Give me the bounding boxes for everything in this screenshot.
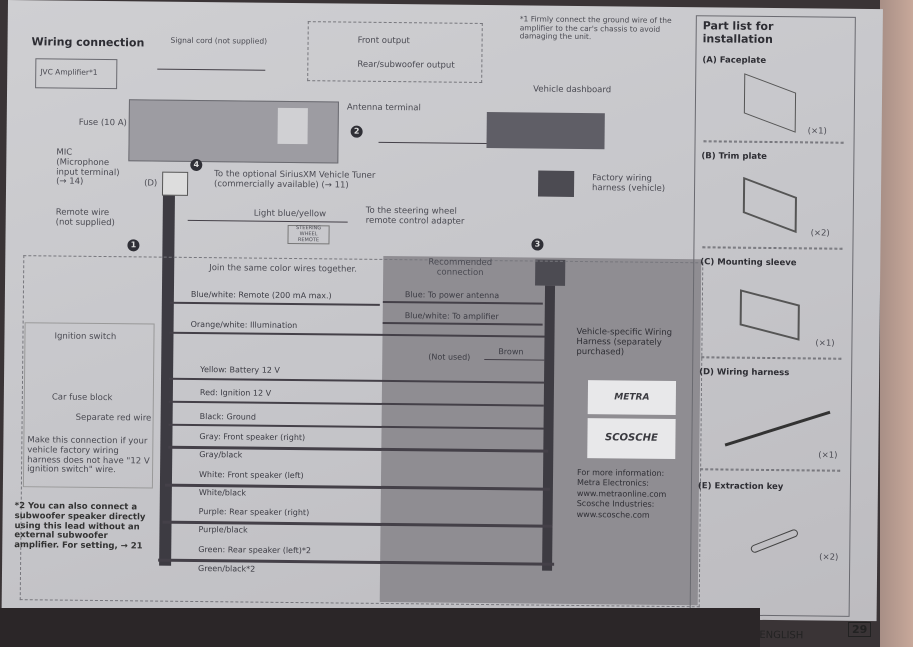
factory-harness-label: Factory wiring harness (vehicle) xyxy=(592,173,666,194)
vehicle-dashboard xyxy=(486,112,605,150)
mic-label: MIC (Microphone input terminal) (→ 14) xyxy=(56,147,120,188)
divider xyxy=(700,468,841,472)
car-fuse-block-label: Car fuse block xyxy=(51,392,113,404)
step-1-badge: 1 xyxy=(127,239,140,252)
output-box xyxy=(307,21,483,83)
page-number: 29 xyxy=(848,622,872,637)
vehicle-dashboard-label: Vehicle dashboard xyxy=(533,84,612,96)
front-output-label: Front output xyxy=(357,35,410,47)
vehicle-harness-label: Vehicle-specific Wiring Harness (separat… xyxy=(576,326,673,358)
ignition-switch-label: Ignition switch xyxy=(54,331,117,343)
wire-label: Green/black*2 xyxy=(198,564,256,574)
part-label: (E) Extraction key xyxy=(697,481,784,493)
footer-language: ENGLISH xyxy=(759,629,804,642)
rear-output-label: Rear/subwoofer output xyxy=(357,59,455,71)
part-qty: (×1) xyxy=(818,450,838,461)
wire-label: Green: Rear speaker (left)*2 xyxy=(198,545,312,556)
wire-label: Gray: Front speaker (right) xyxy=(199,432,306,443)
metra-name: Metra Electronics: xyxy=(576,478,650,489)
light-blue-label: Light blue/yellow xyxy=(253,208,327,220)
step-4-badge: 4 xyxy=(190,158,203,172)
wire-label: Black: Ground xyxy=(199,412,257,422)
background-edge xyxy=(880,0,913,647)
wire-label: Purple/black xyxy=(198,525,248,535)
harness-connector xyxy=(161,171,189,196)
divider xyxy=(703,140,844,144)
factory-harness-connector xyxy=(537,170,575,197)
parts-title: Part list for installation xyxy=(702,19,774,46)
part-label: (C) Mounting sleeve xyxy=(700,257,797,269)
step-3-badge: 3 xyxy=(531,238,544,251)
dark-background xyxy=(0,608,760,647)
amplifier-label: JVC Amplifier*1 xyxy=(40,67,98,77)
wire-label: Red: Ignition 12 V xyxy=(199,388,272,398)
unit-panel xyxy=(277,107,308,145)
part-label: (D) Wiring harness xyxy=(699,367,790,379)
part-qty: (×1) xyxy=(807,126,827,137)
more-info: For more information: Metra Electronics:… xyxy=(577,468,667,521)
steering-tag: STEERING WHEEL REMOTE xyxy=(287,224,330,245)
part-qty: (×2) xyxy=(810,228,830,239)
scosche-name: Scosche Industries: xyxy=(576,499,655,509)
wire-label: Purple: Rear speaker (right) xyxy=(198,507,310,518)
rec-wire-blue-white: Blue/white: To amplifier xyxy=(404,311,499,322)
scosche-link[interactable]: www.scosche.com xyxy=(576,509,650,520)
wire-label: White/black xyxy=(198,488,247,498)
rec-wire-brown: Brown xyxy=(498,347,524,357)
signal-cord-label: Signal cord (not supplied) xyxy=(170,35,268,46)
head-unit xyxy=(128,99,339,164)
faceplate-image xyxy=(743,73,797,133)
part-label: (A) Faceplate xyxy=(702,55,767,66)
part-qty: (×1) xyxy=(815,338,835,349)
signal-cord xyxy=(157,68,266,71)
extraction-key-image xyxy=(749,528,800,554)
mounting-sleeve-image xyxy=(739,289,800,341)
metra-logo: METRA xyxy=(587,380,677,416)
steering-wire xyxy=(187,219,348,223)
separate-red-label: Separate red wire xyxy=(75,412,152,424)
d-label: (D) xyxy=(144,178,158,189)
wire-label: White: Front speaker (left) xyxy=(198,470,304,481)
join-note: Join the same color wires together. xyxy=(209,263,358,275)
divider xyxy=(701,356,842,360)
footnote-1: *1 Firmly connect the ground wire of the… xyxy=(519,14,672,42)
wire-label: Gray/black xyxy=(199,450,243,460)
wire-label: Blue/white: Remote (200 mA max.) xyxy=(190,289,332,301)
step-2-badge: 2 xyxy=(350,125,363,138)
ignition-note: Make this connection if your vehicle fac… xyxy=(27,435,150,476)
siriusxm-label: To the optional SiriusXM Vehicle Tuner (… xyxy=(214,169,376,191)
part-label: (B) Trim plate xyxy=(701,151,768,162)
not-used-label: (Not used) xyxy=(428,352,471,362)
antenna-terminal-label: Antenna terminal xyxy=(346,102,421,114)
manual-page: Wiring connection Signal cord (not suppl… xyxy=(1,0,883,641)
wiring-harness-image xyxy=(724,410,831,447)
fuse-label: Fuse (10 A) xyxy=(78,117,127,129)
antenna-cable xyxy=(378,141,487,145)
scosche-logo: SCOSCHE xyxy=(587,418,676,460)
steering-adapter-label: To the steering wheel remote control ada… xyxy=(365,205,465,227)
section-title: Wiring connection xyxy=(31,35,145,50)
trim-plate-image xyxy=(742,176,797,234)
part-qty: (×2) xyxy=(819,552,839,563)
amplifier-box: JVC Amplifier*1 xyxy=(35,58,118,90)
remote-wire-label: Remote wire (not supplied) xyxy=(55,207,115,228)
rec-wire-blue: Blue: To power antenna xyxy=(404,290,500,301)
footnote-2: *2 You can also connect a subwoofer spea… xyxy=(14,501,146,552)
recommended-heading: Recommended connection xyxy=(428,257,493,278)
parts-list: Part list for installation (A) Faceplate… xyxy=(689,15,856,617)
divider xyxy=(702,246,843,250)
wire-list: Blue/white: Remote (200 mA max.) Orange/… xyxy=(8,0,883,574)
wire-label: Orange/white: Illumination xyxy=(190,319,298,331)
wire-label: Yellow: Battery 12 V xyxy=(200,365,280,375)
